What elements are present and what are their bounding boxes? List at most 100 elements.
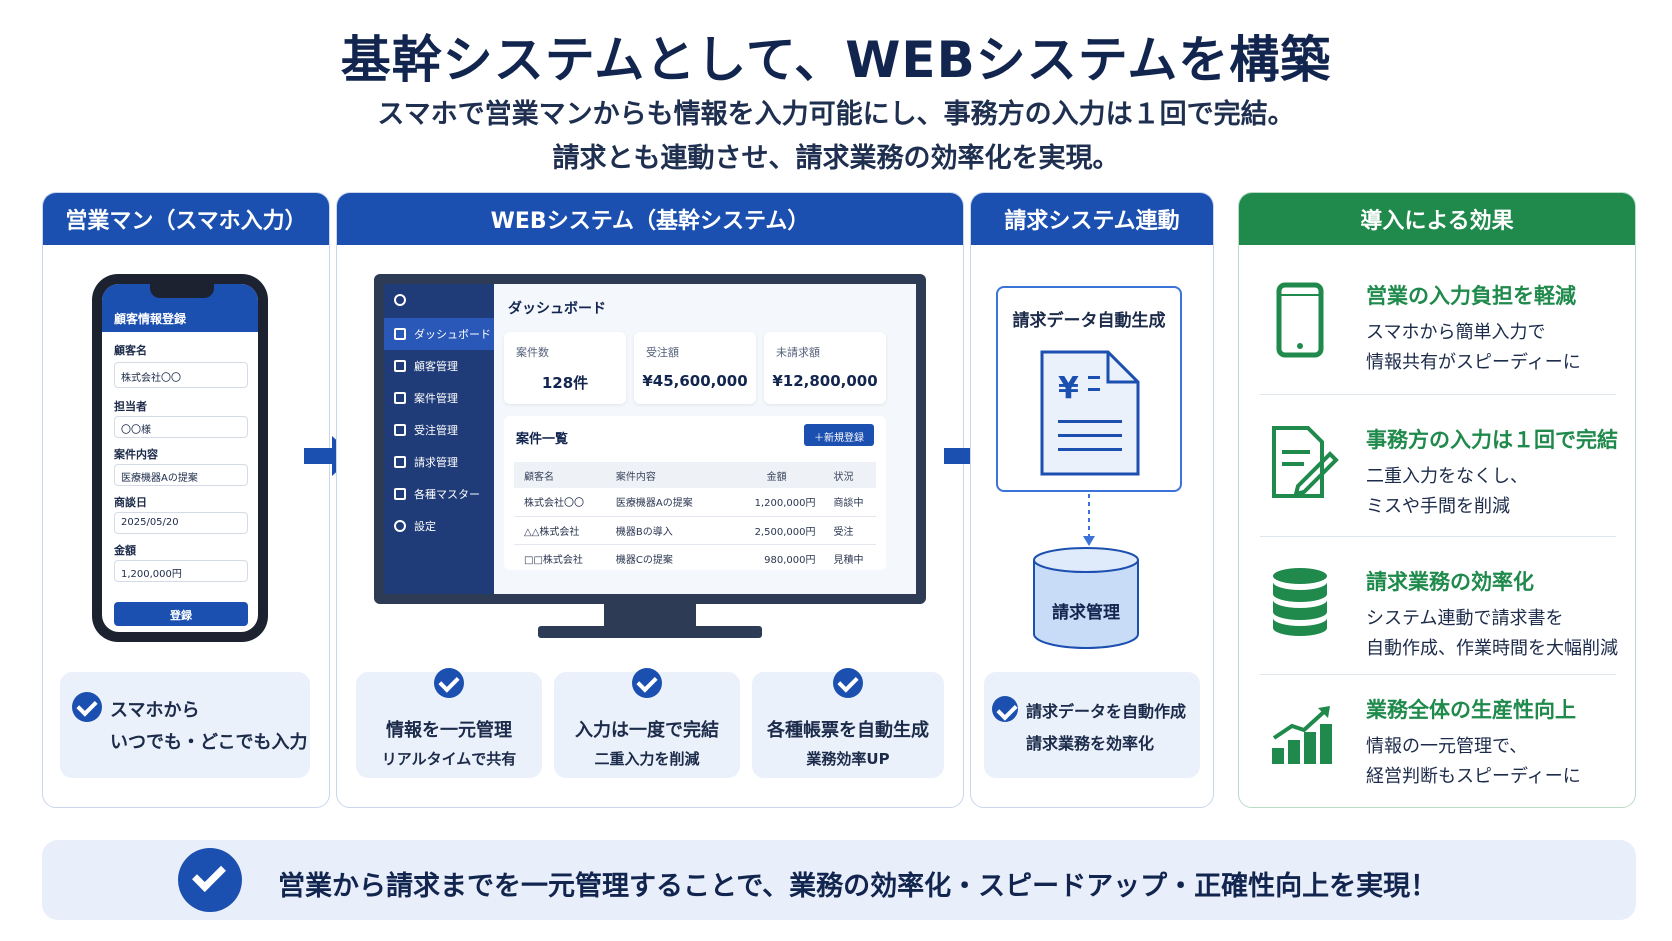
sidebar-item-orders[interactable]: 受注管理 bbox=[384, 414, 494, 446]
check-icon bbox=[632, 668, 662, 698]
web-card-2: 入力は一度で完結 二重入力を削減 bbox=[554, 668, 740, 778]
effect-line: 自動作成、作業時間を大幅削減 bbox=[1366, 638, 1618, 659]
document-edit-icon bbox=[1272, 426, 1339, 498]
cell-amount: 980,000円 bbox=[764, 554, 816, 566]
sidebar-item-projects[interactable]: 案件管理 bbox=[384, 382, 494, 414]
monitor-stand bbox=[604, 603, 696, 627]
effect-title: 請求業務の効率化 bbox=[1366, 570, 1534, 594]
effect-title: 営業の入力負担を軽減 bbox=[1366, 284, 1576, 308]
effect-line: 二重入力をなくし、 bbox=[1366, 466, 1528, 487]
sidebar-label: 各種マスター bbox=[414, 488, 480, 501]
web-card-title: 入力は一度で完結 bbox=[575, 720, 719, 741]
monitor-screen: ダッシュボード 顧客管理 案件管理 受注管理 請求管理 各種マスター 設定 ダッ… bbox=[384, 284, 916, 594]
web-card-subtitle: リアルタイムで共有 bbox=[381, 750, 517, 768]
svg-text:¥: ¥ bbox=[1058, 371, 1079, 406]
kpi-label: 受注額 bbox=[646, 346, 679, 359]
invoice-box-title: 請求データ自動生成 bbox=[1012, 311, 1166, 331]
effect-line: ミスや手間を削減 bbox=[1366, 496, 1510, 517]
sidebar-label: 受注管理 bbox=[414, 424, 458, 437]
panel-billing-head: 請求システム連動 bbox=[971, 193, 1213, 245]
sales-card: スマホから いつでも・どこでも入力 bbox=[60, 672, 310, 778]
effect-title: 業務全体の生産性向上 bbox=[1366, 698, 1576, 722]
field-label: 商談日 bbox=[114, 496, 147, 509]
divider bbox=[1260, 674, 1616, 675]
cell-amount: 2,500,000円 bbox=[719, 516, 824, 545]
phone-notch bbox=[150, 284, 214, 298]
field-project[interactable]: 医療機器Aの提案 bbox=[114, 464, 248, 486]
field-amount[interactable]: 1,200,000円 bbox=[114, 560, 248, 582]
dashboard-title: ダッシュボード bbox=[508, 301, 606, 317]
effect-title: 事務方の入力は１回で完結 bbox=[1366, 428, 1618, 452]
kpi-value: ¥12,800,000 bbox=[772, 372, 878, 390]
project-list-title: 案件一覧 bbox=[516, 432, 569, 447]
sidebar-item-settings[interactable]: 設定 bbox=[384, 510, 494, 542]
kpi-value: ¥45,600,000 bbox=[642, 372, 748, 390]
web-card-3: 各種帳票を自動生成 業務効率UP bbox=[752, 668, 944, 778]
field-date[interactable]: 2025/05/20 bbox=[114, 512, 248, 534]
smartphone: 顧客情報登録 顧客名 株式会社〇〇 担当者 〇〇様 案件内容 医療機器Aの提案 … bbox=[92, 274, 268, 642]
cell-customer: □□株式会社 bbox=[524, 554, 583, 566]
effect-line: システム連動で請求書を bbox=[1366, 608, 1564, 629]
table-row[interactable]: □□株式会社 機器Cの提案 980,000円 見積中 bbox=[514, 544, 876, 572]
sidebar-label: 案件管理 bbox=[414, 392, 458, 405]
subtitle-line-2: 請求とも連動させ、請求業務の効率化を実現。 bbox=[552, 143, 1120, 174]
cell-amount: 1,200,000円 bbox=[719, 488, 824, 517]
home-icon bbox=[394, 328, 406, 340]
check-icon bbox=[72, 692, 102, 722]
sidebar-label: 請求管理 bbox=[414, 456, 458, 469]
web-card-1: 情報を一元管理 リアルタイムで共有 bbox=[356, 668, 542, 778]
summary-banner: 営業から請求までを一元管理することで、業務の効率化・スピードアップ・正確性向上を… bbox=[42, 840, 1636, 920]
monitor-base bbox=[538, 626, 762, 638]
new-entry-button[interactable]: ＋新規登録 bbox=[804, 424, 874, 446]
table-row[interactable]: 株式会社〇〇 医療機器Aの提案 1,200,000円 商談中 bbox=[514, 488, 876, 517]
field-customer[interactable]: 株式会社〇〇 bbox=[114, 362, 248, 388]
sales-card-line-2: いつでも・どこでも入力 bbox=[110, 732, 308, 753]
master-icon bbox=[394, 488, 406, 500]
sidebar-label: 設定 bbox=[414, 520, 436, 533]
database-label: 請求管理 bbox=[1052, 603, 1120, 623]
page-title: 基幹システムとして、WEBシステムを構築 bbox=[340, 31, 1332, 89]
sidebar-label: 顧客管理 bbox=[414, 360, 458, 373]
check-icon bbox=[833, 668, 863, 698]
panel-sales-head: 営業マン（スマホ入力） bbox=[43, 193, 329, 245]
cell-project: 機器Cの提案 bbox=[615, 554, 673, 566]
web-card-subtitle: 業務効率UP bbox=[806, 750, 890, 768]
cell-status: 商談中 bbox=[823, 488, 876, 517]
kpi-card-unbilled: 未請求額¥12,800,000 bbox=[764, 332, 886, 404]
order-icon bbox=[394, 424, 406, 436]
subtitle-line-1: スマホで営業マンからも情報を入力可能にし、事務方の入力は１回で完結。 bbox=[377, 99, 1295, 130]
table-header-row: 顧客名 案件内容 金額 状況 bbox=[514, 462, 876, 488]
column-header: 案件内容 bbox=[605, 462, 720, 488]
panel-effects-head: 導入による効果 bbox=[1239, 193, 1635, 245]
cell-project: 医療機器Aの提案 bbox=[605, 488, 720, 517]
summary-text: 営業から請求までを一元管理することで、業務の効率化・スピードアップ・正確性向上を… bbox=[278, 871, 1438, 902]
growth-chart-icon bbox=[1272, 706, 1332, 764]
effect-line: 経営判断もスピーディーに bbox=[1366, 766, 1581, 787]
register-button[interactable]: 登録 bbox=[114, 602, 248, 626]
field-label: 顧客名 bbox=[114, 344, 147, 357]
web-card-subtitle: 二重入力を削減 bbox=[594, 750, 700, 768]
invoice-icon bbox=[394, 456, 406, 468]
monitor: ダッシュボード 顧客管理 案件管理 受注管理 請求管理 各種マスター 設定 ダッ… bbox=[374, 274, 926, 604]
cell-status: 受注 bbox=[823, 516, 876, 545]
invoice-generation-box: 請求データ自動生成 ¥ bbox=[996, 286, 1182, 492]
web-card-title: 各種帳票を自動生成 bbox=[767, 720, 929, 741]
sidebar-item-dashboard[interactable]: ダッシュボード bbox=[384, 318, 494, 350]
dashed-arrow-down-icon bbox=[1083, 494, 1095, 546]
billing-card: 請求データを自動作成 請求業務を効率化 bbox=[984, 672, 1200, 778]
column-header: 金額 bbox=[719, 462, 824, 488]
table-row[interactable]: △△株式会社 機器Bの導入 2,500,000円 受注 bbox=[514, 516, 876, 545]
sidebar-item-customers[interactable]: 顧客管理 bbox=[384, 350, 494, 382]
sidebar-label: ダッシュボード bbox=[414, 328, 491, 341]
column-header: 顧客名 bbox=[514, 462, 606, 488]
field-label: 金額 bbox=[114, 544, 136, 557]
field-contact[interactable]: 〇〇様 bbox=[114, 416, 248, 438]
divider bbox=[1260, 394, 1616, 395]
sidebar-item-masters[interactable]: 各種マスター bbox=[384, 478, 494, 510]
sidebar-item-billing[interactable]: 請求管理 bbox=[384, 446, 494, 478]
project-list-card: 案件一覧 ＋新規登録 顧客名 案件内容 金額 状況 株式会社〇〇 bbox=[504, 416, 886, 570]
effect-line: 情報共有がスピーディーに bbox=[1366, 352, 1581, 373]
users-icon bbox=[394, 360, 406, 372]
